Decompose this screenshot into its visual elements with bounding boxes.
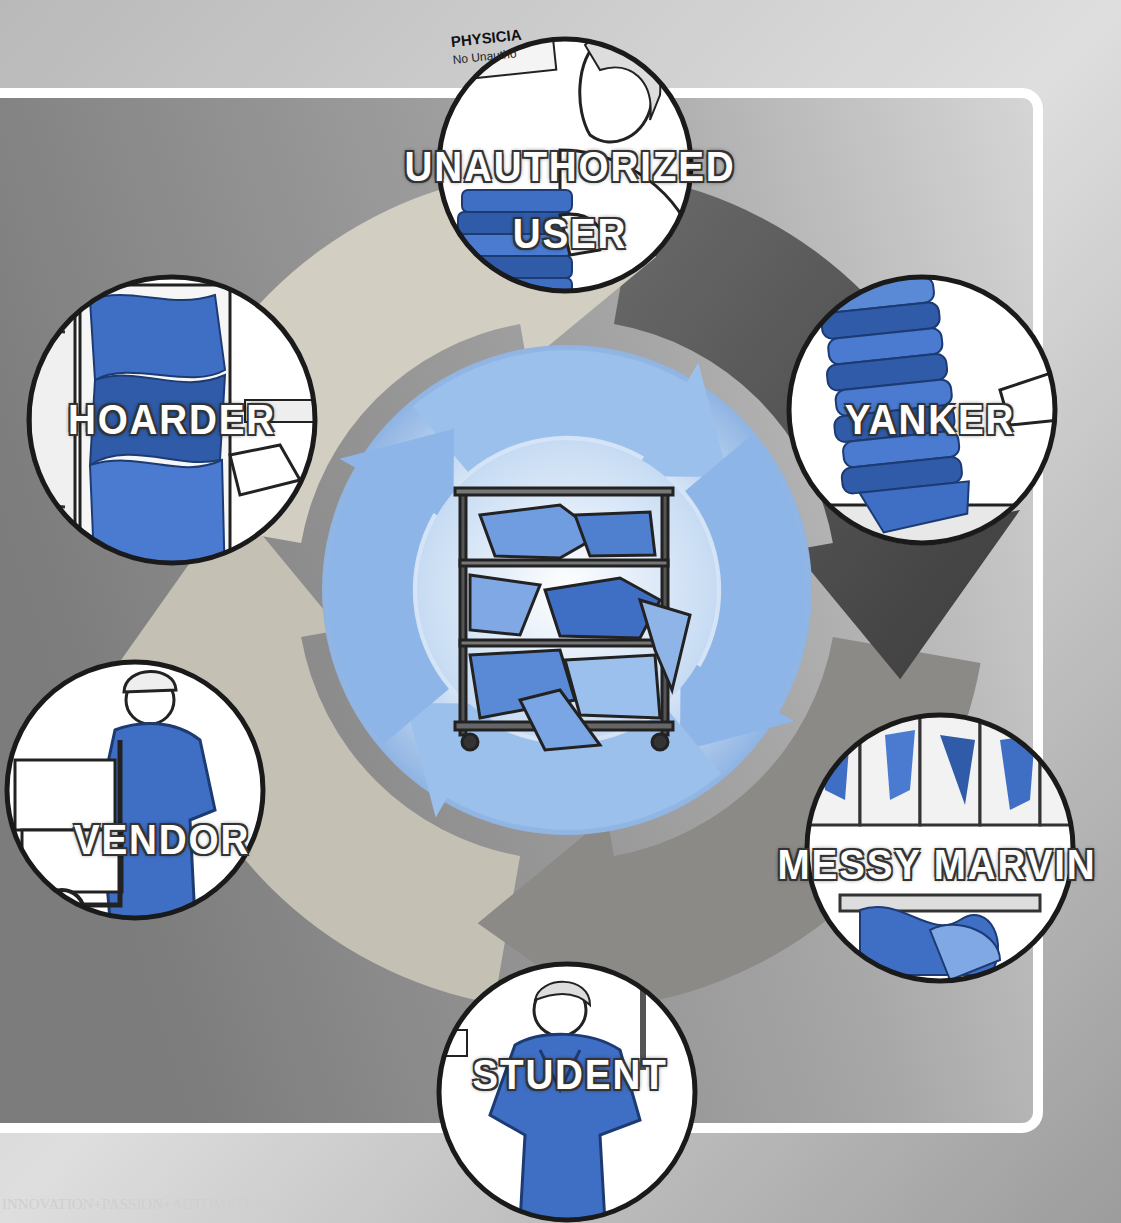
- cart-post: [460, 490, 466, 735]
- circle-fill: [5, 660, 265, 920]
- persona-label: YANKER: [845, 396, 1016, 444]
- circle-outline: [789, 277, 1055, 543]
- yanker-art: [787, 274, 1060, 555]
- cart-shelf: [455, 488, 673, 495]
- linen: [565, 655, 660, 718]
- cart-wheel: [462, 734, 478, 750]
- persona-circle: YANKER: [787, 275, 1057, 545]
- scrub-jumble: [90, 460, 225, 585]
- linen: [575, 512, 655, 556]
- cycle-arrows: [114, 137, 1020, 1043]
- vendor-art: [5, 660, 265, 934]
- scrub: [1000, 735, 1035, 810]
- persona-circle: STUDENT: [437, 962, 697, 1222]
- scrub-pulled: [859, 481, 973, 534]
- persona-label: MESSY MARVIN: [777, 841, 1096, 889]
- cart-shelf: [460, 640, 668, 646]
- persona-label: HOARDER: [68, 396, 276, 444]
- persona-label: STUDENT: [472, 1051, 667, 1099]
- persona-circle: HOARDER: [27, 275, 317, 565]
- figure-hair: [535, 982, 590, 1005]
- hand: [230, 445, 300, 495]
- persona-label: UNAUTHORIZED USER: [404, 133, 735, 267]
- persona-circle: MESSY MARVIN: [805, 713, 1075, 983]
- linen: [520, 690, 600, 750]
- locker: [800, 705, 860, 825]
- scrub: [885, 730, 915, 800]
- door-sign: [442, 22, 556, 81]
- cap: [124, 671, 176, 692]
- footer-tagline: INNOVATION+PASSION+AUTOMATION: [2, 1196, 271, 1213]
- sign-text: No Unautho: [452, 46, 517, 67]
- locker: [1040, 705, 1100, 825]
- linen-cart: [455, 488, 690, 750]
- vent: [42, 505, 65, 507]
- circle-outline: [5, 660, 265, 920]
- sign-text: PHYSICIA: [450, 26, 522, 50]
- scrub: [940, 735, 975, 805]
- circle-outline: [7, 662, 263, 918]
- center-inner: [417, 440, 717, 740]
- persona-circle: UNAUTHORIZED USER: [437, 37, 693, 293]
- cart-wheel: [652, 734, 668, 750]
- scrub-stack: [456, 256, 572, 278]
- persona-circle: VENDOR: [5, 660, 265, 920]
- scrub-stack: [462, 190, 572, 212]
- vent: [42, 320, 65, 322]
- student-art: [437, 962, 697, 1223]
- circle-fill: [437, 962, 697, 1222]
- circle-outline: [439, 964, 695, 1220]
- circle-outline: [29, 277, 315, 563]
- linen: [470, 575, 540, 635]
- locker: [920, 705, 980, 825]
- persona-label: VENDOR: [74, 816, 250, 864]
- hoarder-art: [27, 265, 317, 585]
- cart-shelf: [460, 560, 668, 566]
- scrub-jumble: [90, 295, 225, 380]
- vent: [42, 515, 65, 517]
- figure-hair: [585, 34, 660, 120]
